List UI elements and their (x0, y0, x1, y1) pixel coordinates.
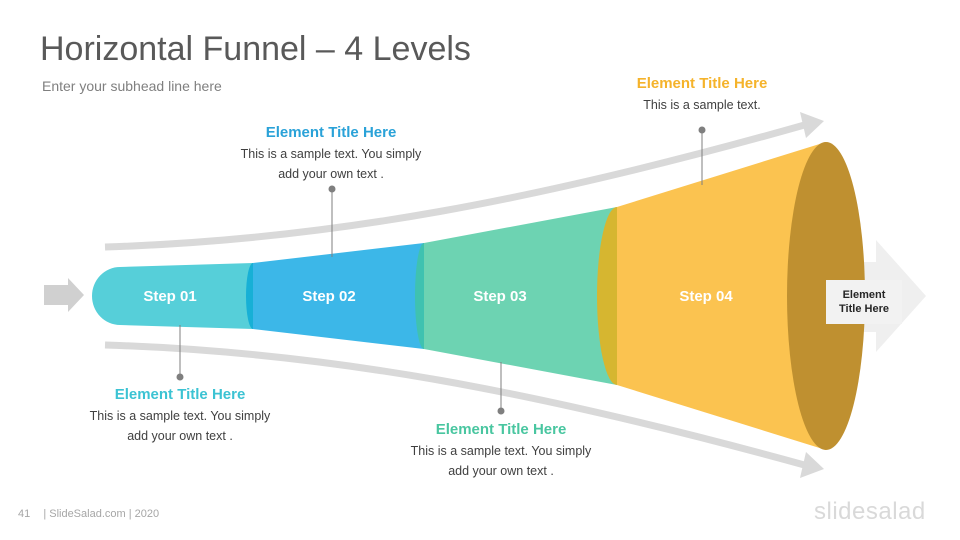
bottom-curve-arrow (104, 341, 809, 470)
callout-step-2: Element Title Here This is a sample text… (211, 124, 451, 184)
callout-text: This is a sample text. You simply add yo… (211, 144, 451, 184)
top-curve-arrow (104, 120, 809, 251)
funnel-segment-2 (253, 243, 424, 349)
connector-dot-2 (328, 185, 336, 193)
callout-title: Element Title Here (636, 75, 768, 92)
callout-step-3: Element Title Here This is a sample text… (381, 421, 621, 481)
output-label: Element Title Here (826, 280, 902, 324)
step-label-2: Step 02 (302, 288, 355, 305)
output-label-line1: Element (842, 289, 886, 301)
page-number: 41 (18, 508, 31, 520)
callout-text-line1: This is a sample text. You simply (410, 444, 592, 458)
top-curve-arrowhead (800, 112, 824, 138)
slide-subtitle: Enter your subhead line here (42, 78, 222, 94)
output-label-line2: Title Here (839, 303, 889, 315)
callout-text-line2: add your own text . (127, 429, 233, 443)
callout-title: Element Title Here (435, 421, 567, 438)
connector-dot-4 (698, 126, 706, 134)
callout-text: This is a sample text. You simply add yo… (381, 441, 621, 481)
callout-step-1: Element Title Here This is a sample text… (60, 386, 300, 446)
callout-text: This is a sample text. (582, 95, 822, 115)
footer-credit: | SlideSalad.com | 2020 (43, 508, 160, 520)
step-label-3: Step 03 (473, 288, 526, 305)
funnel-segment-4 (617, 142, 826, 450)
callout-title: Element Title Here (265, 124, 397, 141)
callout-text-line1: This is a sample text. You simply (89, 409, 271, 423)
callout-title: Element Title Here (114, 386, 246, 403)
callout-text-line2: add your own text . (278, 167, 384, 181)
callout-step-4: Element Title Here This is a sample text… (582, 75, 822, 115)
input-arrow (44, 278, 84, 312)
step-label-1: Step 01 (143, 288, 196, 305)
funnel-segment-3 (424, 207, 617, 385)
funnel-segment-1 (92, 263, 253, 329)
connector-dot-1 (176, 373, 184, 381)
callout-text: This is a sample text. You simply add yo… (60, 406, 300, 446)
bottom-curve-arrowhead (800, 452, 824, 478)
callout-text-line1: This is a sample text. (643, 98, 761, 112)
footer: 41 | SlideSalad.com | 2020 (18, 508, 159, 520)
connector-dot-3 (497, 407, 505, 415)
callout-text-line2: add your own text . (448, 464, 554, 478)
slide-title: Horizontal Funnel – 4 Levels (40, 30, 471, 68)
brand-logo: slidesalad (814, 498, 926, 525)
step-label-4: Step 04 (679, 288, 733, 305)
callout-text-line1: This is a sample text. You simply (240, 147, 422, 161)
